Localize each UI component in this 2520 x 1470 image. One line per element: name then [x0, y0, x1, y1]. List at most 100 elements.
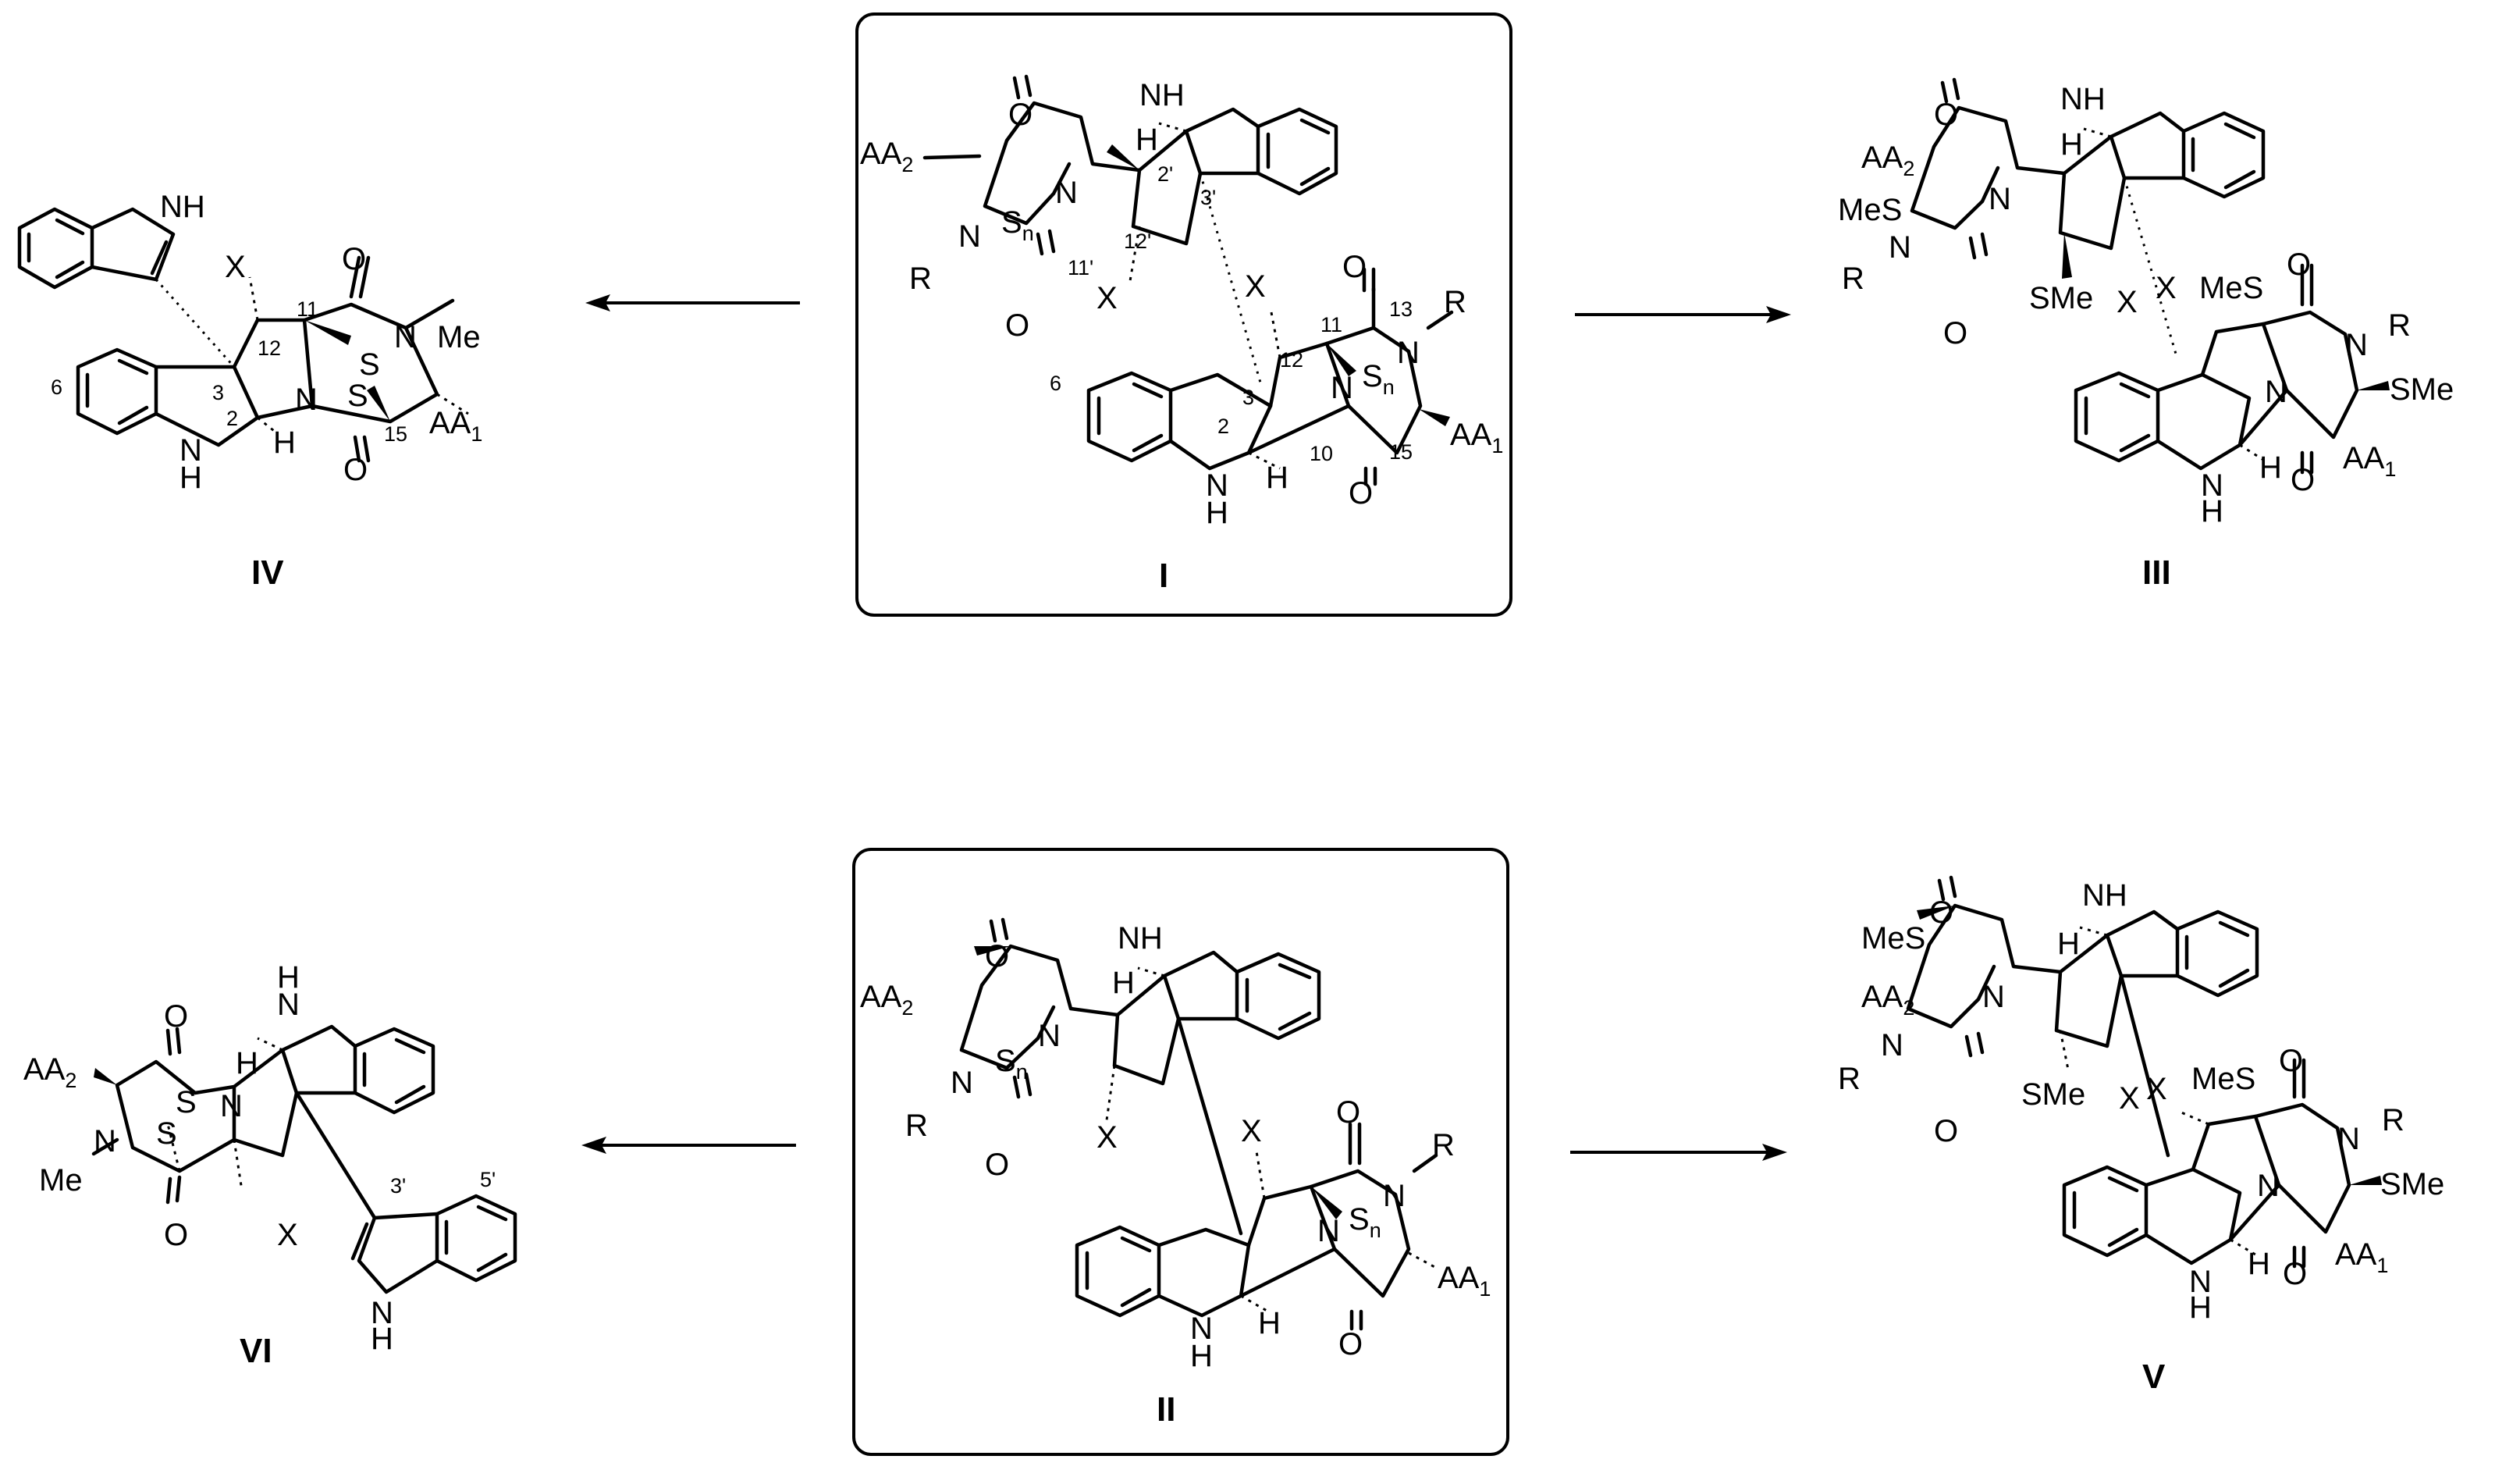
- compound-label-II: II: [1157, 1390, 1175, 1429]
- position-3prime: 3': [390, 1174, 406, 1198]
- o-label: O: [1008, 98, 1033, 132]
- position-15: 15: [1389, 440, 1413, 464]
- h-label: H: [2201, 494, 2223, 529]
- sme-label: SMe: [2390, 372, 2454, 407]
- s-label: S: [359, 347, 380, 382]
- o-label: O: [1338, 1327, 1363, 1361]
- position-6: 6: [1050, 372, 1061, 395]
- sn-label: Sn: [995, 1044, 1028, 1084]
- nh-label: NH: [1118, 921, 1163, 956]
- o-label: O: [1005, 308, 1029, 343]
- o-label: O: [2279, 1044, 2303, 1078]
- nh-label: N: [277, 988, 300, 1022]
- position-10: 10: [1310, 442, 1333, 465]
- h-label: H: [236, 1046, 258, 1080]
- position-2: 2: [1217, 415, 1229, 438]
- h-label: H: [1258, 1306, 1281, 1340]
- aa2-label: AA2: [23, 1052, 76, 1092]
- s-label: S: [176, 1085, 197, 1119]
- o-label: O: [1934, 1114, 1958, 1148]
- x-label: X: [2119, 1081, 2140, 1116]
- aa1-label: AA1: [429, 406, 482, 446]
- sme-label: SMe: [2029, 281, 2093, 315]
- sn-label: Sn: [1001, 205, 1034, 245]
- aa2-label: AA2: [860, 980, 913, 1020]
- h-label: H: [273, 425, 296, 460]
- sn-label: Sn: [1349, 1202, 1381, 1242]
- position-3: 3: [212, 381, 224, 404]
- aa1-label: AA1: [1438, 1261, 1491, 1301]
- position-3: 3: [1242, 386, 1254, 409]
- mes-label: MeS: [1861, 921, 1925, 956]
- nh-label: N: [371, 1296, 393, 1330]
- n-label: N: [2265, 375, 2287, 409]
- position-2: 2: [226, 407, 238, 430]
- o-label: O: [1929, 895, 1953, 930]
- nh-label: N: [179, 433, 202, 468]
- r-label: R: [1432, 1128, 1455, 1162]
- me-label: Me: [39, 1163, 83, 1198]
- arrow-II-to-V: [1570, 1144, 1787, 1161]
- mes-label: MeS: [2199, 271, 2263, 305]
- r-label: R: [2388, 308, 2411, 343]
- aa1-label: AA1: [2343, 441, 2396, 481]
- x-label: X: [225, 250, 246, 284]
- r-label: R: [1842, 262, 1864, 296]
- h-label: H: [1190, 1339, 1213, 1373]
- n-label: N: [1055, 176, 1078, 210]
- n-label: N: [1038, 1019, 1061, 1053]
- x-label: X: [1097, 1120, 1118, 1155]
- n-label: N: [1881, 1028, 1903, 1062]
- position-2prime: 2': [1157, 162, 1173, 186]
- n-label: N: [1982, 980, 2005, 1014]
- compound-III: NH N N H O O AA2 MeS R SMe X X MeS O N R…: [1838, 77, 2454, 592]
- n-label: N: [1317, 1214, 1340, 1248]
- o-label: O: [1336, 1095, 1360, 1130]
- aa1-label: AA1: [2335, 1237, 2388, 1277]
- nh-label: NH: [2082, 878, 2127, 913]
- n-label: N: [1989, 182, 2011, 216]
- position-3prime: 3': [1200, 186, 1216, 209]
- compound-label-IV: IV: [251, 553, 284, 592]
- h-label: H: [2248, 1247, 2270, 1281]
- n-label: N: [2337, 1122, 2360, 1156]
- sme-label: SMe: [2021, 1077, 2085, 1112]
- position-12: 12: [258, 336, 281, 360]
- position-12: 12: [1280, 348, 1303, 372]
- compound-II: NH N N H O O AA2 R X Sn X O N R N Sn O A…: [860, 917, 1491, 1429]
- sme-label: SMe: [2380, 1167, 2444, 1201]
- o-label: O: [2291, 463, 2315, 497]
- mes-label: MeS: [2191, 1062, 2255, 1096]
- o-label: O: [985, 1148, 1009, 1182]
- compound-label-I: I: [1159, 557, 1168, 595]
- h-label: H: [2057, 927, 2080, 961]
- compound-I: NH N N H O O AA2 R X Sn X O N R N Sn O A…: [860, 74, 1503, 595]
- mes-label: MeS: [1838, 193, 1902, 227]
- o-label: O: [342, 242, 366, 276]
- h-label: H: [1136, 123, 1158, 157]
- compound-label-III: III: [2142, 553, 2171, 592]
- r-label: R: [905, 1109, 928, 1143]
- nh-label: N: [1190, 1312, 1213, 1346]
- compound-V: NH N N H O O MeS AA2 R SMe X X MeS O N R…: [1838, 875, 2444, 1396]
- nh-label: NH: [160, 190, 205, 224]
- n-label: N: [958, 219, 981, 254]
- compound-II-box: [852, 848, 1509, 1456]
- n-label: N: [1889, 230, 1911, 265]
- n-label: N: [2345, 328, 2368, 362]
- h-label: H: [2189, 1290, 2212, 1325]
- o-label: O: [1342, 250, 1367, 284]
- h-label: H: [1112, 966, 1135, 1000]
- position-5prime: 5': [480, 1168, 496, 1191]
- o-label: O: [343, 453, 368, 487]
- s-label: S: [156, 1116, 177, 1151]
- sn-label: Sn: [1362, 359, 1395, 399]
- h-label: H: [2259, 450, 2282, 485]
- o-label: O: [1934, 98, 1958, 132]
- aa2-label: AA2: [860, 137, 913, 176]
- x-label: X: [2156, 271, 2177, 305]
- compound-IV: NH X O N Me S S N O AA1 N H H 11 12 3 2 …: [17, 190, 482, 592]
- r-label: R: [1444, 285, 1466, 319]
- arrow-II-to-VI: [581, 1137, 796, 1154]
- position-12prime: 12': [1124, 230, 1151, 253]
